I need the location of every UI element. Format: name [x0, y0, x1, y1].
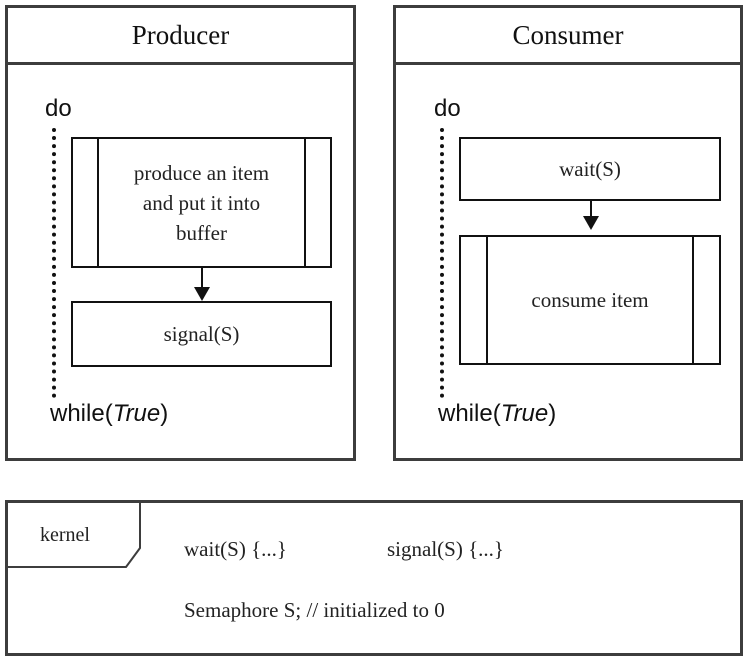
consumer-panel: Consumer	[393, 5, 743, 461]
producer-do-label: do	[45, 95, 72, 122]
producer-produce-line-1: produce an item	[133, 160, 270, 185]
consumer-consume-item-box: consume item	[459, 235, 721, 365]
producer-loop-dots	[52, 128, 56, 398]
consumer-title: Consumer	[396, 8, 740, 65]
consumer-while-suffix: )	[548, 400, 557, 427]
producer-while-suffix: )	[160, 400, 169, 427]
consumer-do-label: do	[434, 95, 461, 122]
consumer-loop-dots	[440, 128, 444, 398]
producer-while-condition: True	[112, 400, 161, 427]
producer-box-right-bar	[304, 139, 306, 266]
consumer-box-left-bar	[486, 237, 488, 363]
producer-while-prefix: while(	[50, 400, 113, 427]
consumer-while-prefix: while(	[438, 400, 501, 427]
producer-box-left-bar	[97, 139, 99, 266]
consumer-box-right-bar	[692, 237, 694, 363]
producer-produce-line-3: buffer	[176, 220, 227, 245]
consumer-consume-item-text: consume item	[531, 288, 649, 312]
consumer-while-label: while(True)	[438, 400, 556, 428]
kernel-panel: kernel wait(S) {...} signal(S) {...} Sem…	[5, 500, 743, 656]
kernel-signal-text: signal(S) {...}	[387, 537, 504, 561]
consumer-wait-text: wait(S)	[559, 157, 621, 181]
consumer-arrow-head	[583, 216, 599, 230]
producer-produce-item-box: produce an item and put it into buffer	[71, 137, 332, 268]
consumer-arrow-line	[590, 201, 592, 219]
kernel-tab-shape	[8, 503, 141, 568]
producer-arrow-line	[201, 268, 203, 288]
kernel-wait-text: wait(S) {...}	[184, 537, 287, 561]
kernel-tab-label: kernel	[40, 524, 90, 546]
consumer-wait-box: wait(S)	[459, 137, 721, 201]
producer-arrow-head	[194, 287, 210, 301]
producer-produce-line-2: and put it into	[142, 190, 261, 215]
producer-signal-box: signal(S)	[71, 301, 332, 367]
consumer-while-condition: True	[500, 400, 549, 427]
kernel-semaphore-text: Semaphore S; // initialized to 0	[184, 598, 445, 622]
producer-signal-text: signal(S)	[163, 322, 240, 346]
producer-produce-item-text: produce an item and put it into buffer	[134, 158, 269, 248]
producer-title: Producer	[8, 8, 353, 65]
producer-while-label: while(True)	[50, 400, 168, 428]
